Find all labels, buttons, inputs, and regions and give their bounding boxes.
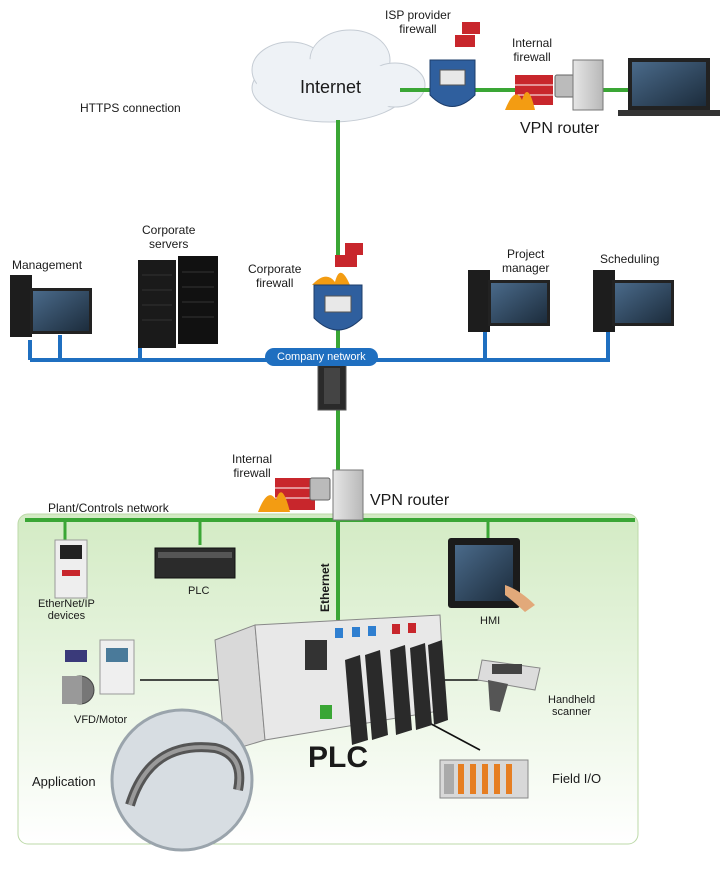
scheduling-label: Scheduling <box>600 252 660 266</box>
project-manager-label-line2: manager <box>502 261 550 275</box>
corporate-servers-label-line2: servers <box>149 237 189 251</box>
field-io-device <box>439 759 529 799</box>
ethernetip-device <box>54 539 88 599</box>
laptop <box>618 58 720 116</box>
internal-firewall-bottom-label-line2: firewall <box>233 466 271 480</box>
corporate-firewall-shield <box>312 243 363 331</box>
ethernetip-label: EtherNet/IP devices <box>38 598 95 622</box>
corporate-servers-label-line1: Corporate <box>142 223 196 237</box>
hmi-device <box>448 538 535 612</box>
handheld-scanner-label-line2: scanner <box>551 706 592 718</box>
isp-firewall-label-line2: firewall <box>399 22 437 36</box>
project-manager-label: Project manager <box>502 247 549 275</box>
vpn-router-bottom <box>332 469 364 521</box>
corporate-firewall-label-line2: firewall <box>256 276 294 290</box>
corporate-firewall-label: Corporate firewall <box>248 262 301 290</box>
project-manager-pc <box>468 270 550 332</box>
internal-firewall-bottom-label: Internal firewall <box>232 452 272 480</box>
vpn-router-bottom-label: VPN router <box>370 492 450 509</box>
https-connection-label: HTTPS connection <box>80 101 181 115</box>
internet-label: Internet <box>300 77 362 97</box>
handheld-scanner-label: Handheld scanner <box>548 694 595 718</box>
corporate-servers-label: Corporate servers <box>142 223 195 251</box>
isp-firewall-label-line1: ISP provider <box>385 8 451 22</box>
vpn-router-top-label: VPN router <box>520 120 600 137</box>
ethernetip-label-line1: EtherNet/IP <box>38 598 95 610</box>
field-io-label: Field I/O <box>552 771 602 786</box>
management-pc <box>10 275 92 337</box>
internal-firewall-bottom <box>258 477 331 512</box>
company-switch <box>317 361 347 411</box>
management-label: Management <box>12 258 83 272</box>
application-label: Application <box>32 774 96 789</box>
green-network-lines <box>25 88 635 620</box>
plant-network-label: Plant/Controls network <box>48 501 169 515</box>
corporate-firewall-label-line1: Corporate <box>248 262 302 276</box>
vfd-motor-device <box>62 639 135 705</box>
plant-drop-lines <box>63 520 490 545</box>
isp-firewall-shield <box>429 22 480 107</box>
internal-firewall-top-label-line2: firewall <box>513 50 551 64</box>
internal-firewall-bottom-label-line1: Internal <box>232 452 273 466</box>
application-conveyor <box>110 708 254 852</box>
corporate-servers <box>138 256 218 348</box>
handheld-scanner-label-line1: Handheld <box>548 694 596 706</box>
vfd-motor-label: VFD/Motor <box>74 714 128 726</box>
internal-firewall-top-label-line1: Internal <box>512 36 553 50</box>
main-plc-label: PLC <box>308 741 368 774</box>
vpn-router-top <box>572 59 604 111</box>
isp-firewall-label: ISP provider firewall <box>385 8 451 36</box>
internal-firewall-top-label: Internal firewall <box>512 36 552 64</box>
internet-cloud <box>251 29 426 123</box>
ethernet-label: Ethernet <box>318 563 332 612</box>
handheld-scanner-device <box>477 659 541 712</box>
project-manager-label-line1: Project <box>507 247 545 261</box>
scheduling-pc <box>593 270 674 332</box>
small-plc-label: PLC <box>188 585 210 597</box>
company-network-pill: Company network <box>265 348 378 366</box>
ethernetip-label-line2: devices <box>47 610 86 622</box>
hmi-label: HMI <box>480 615 501 627</box>
small-plc-device <box>154 547 236 579</box>
main-plc-device <box>214 614 448 753</box>
internal-firewall-top <box>505 74 576 110</box>
